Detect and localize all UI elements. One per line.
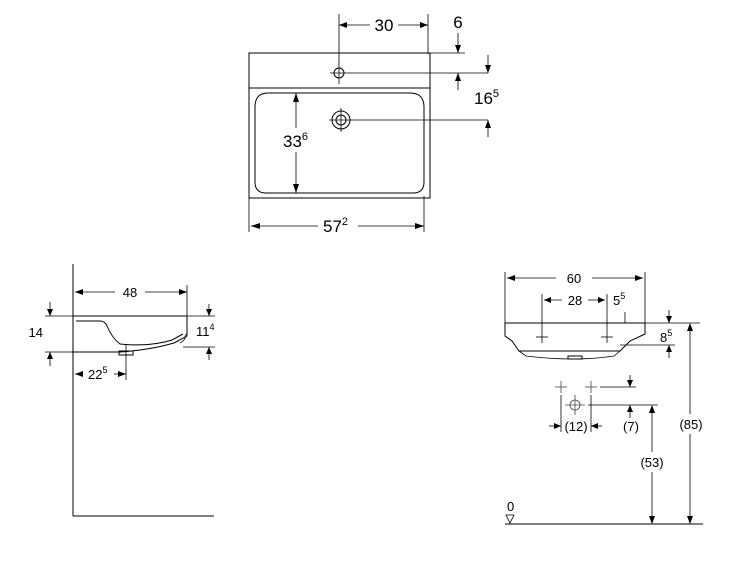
top-view: 30 6 165 336 572 [248,13,499,236]
floor-level-symbol [505,514,515,524]
dim-30: 30 [375,16,394,35]
floor-level-label: 0 [507,499,514,514]
basin-outline-front [504,322,646,352]
dim-5-5: 55 [613,291,625,308]
front-view: 60 28 55 85 [504,271,703,525]
basin-profile-side [73,315,188,353]
bowl-outline-top [254,92,425,194]
dim-12: (12) [564,419,587,434]
dim-28: 28 [568,293,582,308]
dim-22-5: 225 [88,365,107,382]
dim-16-5: 165 [474,88,499,108]
tap-marker-right [601,331,613,343]
tap-marker-left [536,331,548,343]
dim-6: 6 [453,13,462,32]
dim-33-6: 336 [283,131,308,151]
dim-8-5: 85 [660,328,672,345]
side-view: 48 14 114 225 [29,264,215,517]
dim-11-4: 114 [196,322,215,339]
basin-outline-top [248,52,431,199]
supply-marker-left [555,381,567,393]
dim-85: (85) [679,417,702,432]
dim-48: 48 [123,285,137,300]
dim-7: (7) [623,419,639,434]
waste-outlet-marker [565,395,585,415]
dim-53: (53) [640,455,663,470]
dim-14: 14 [29,325,43,340]
supply-marker-right [585,381,597,393]
dim-57-2: 572 [323,216,348,236]
dim-60: 60 [567,271,581,286]
